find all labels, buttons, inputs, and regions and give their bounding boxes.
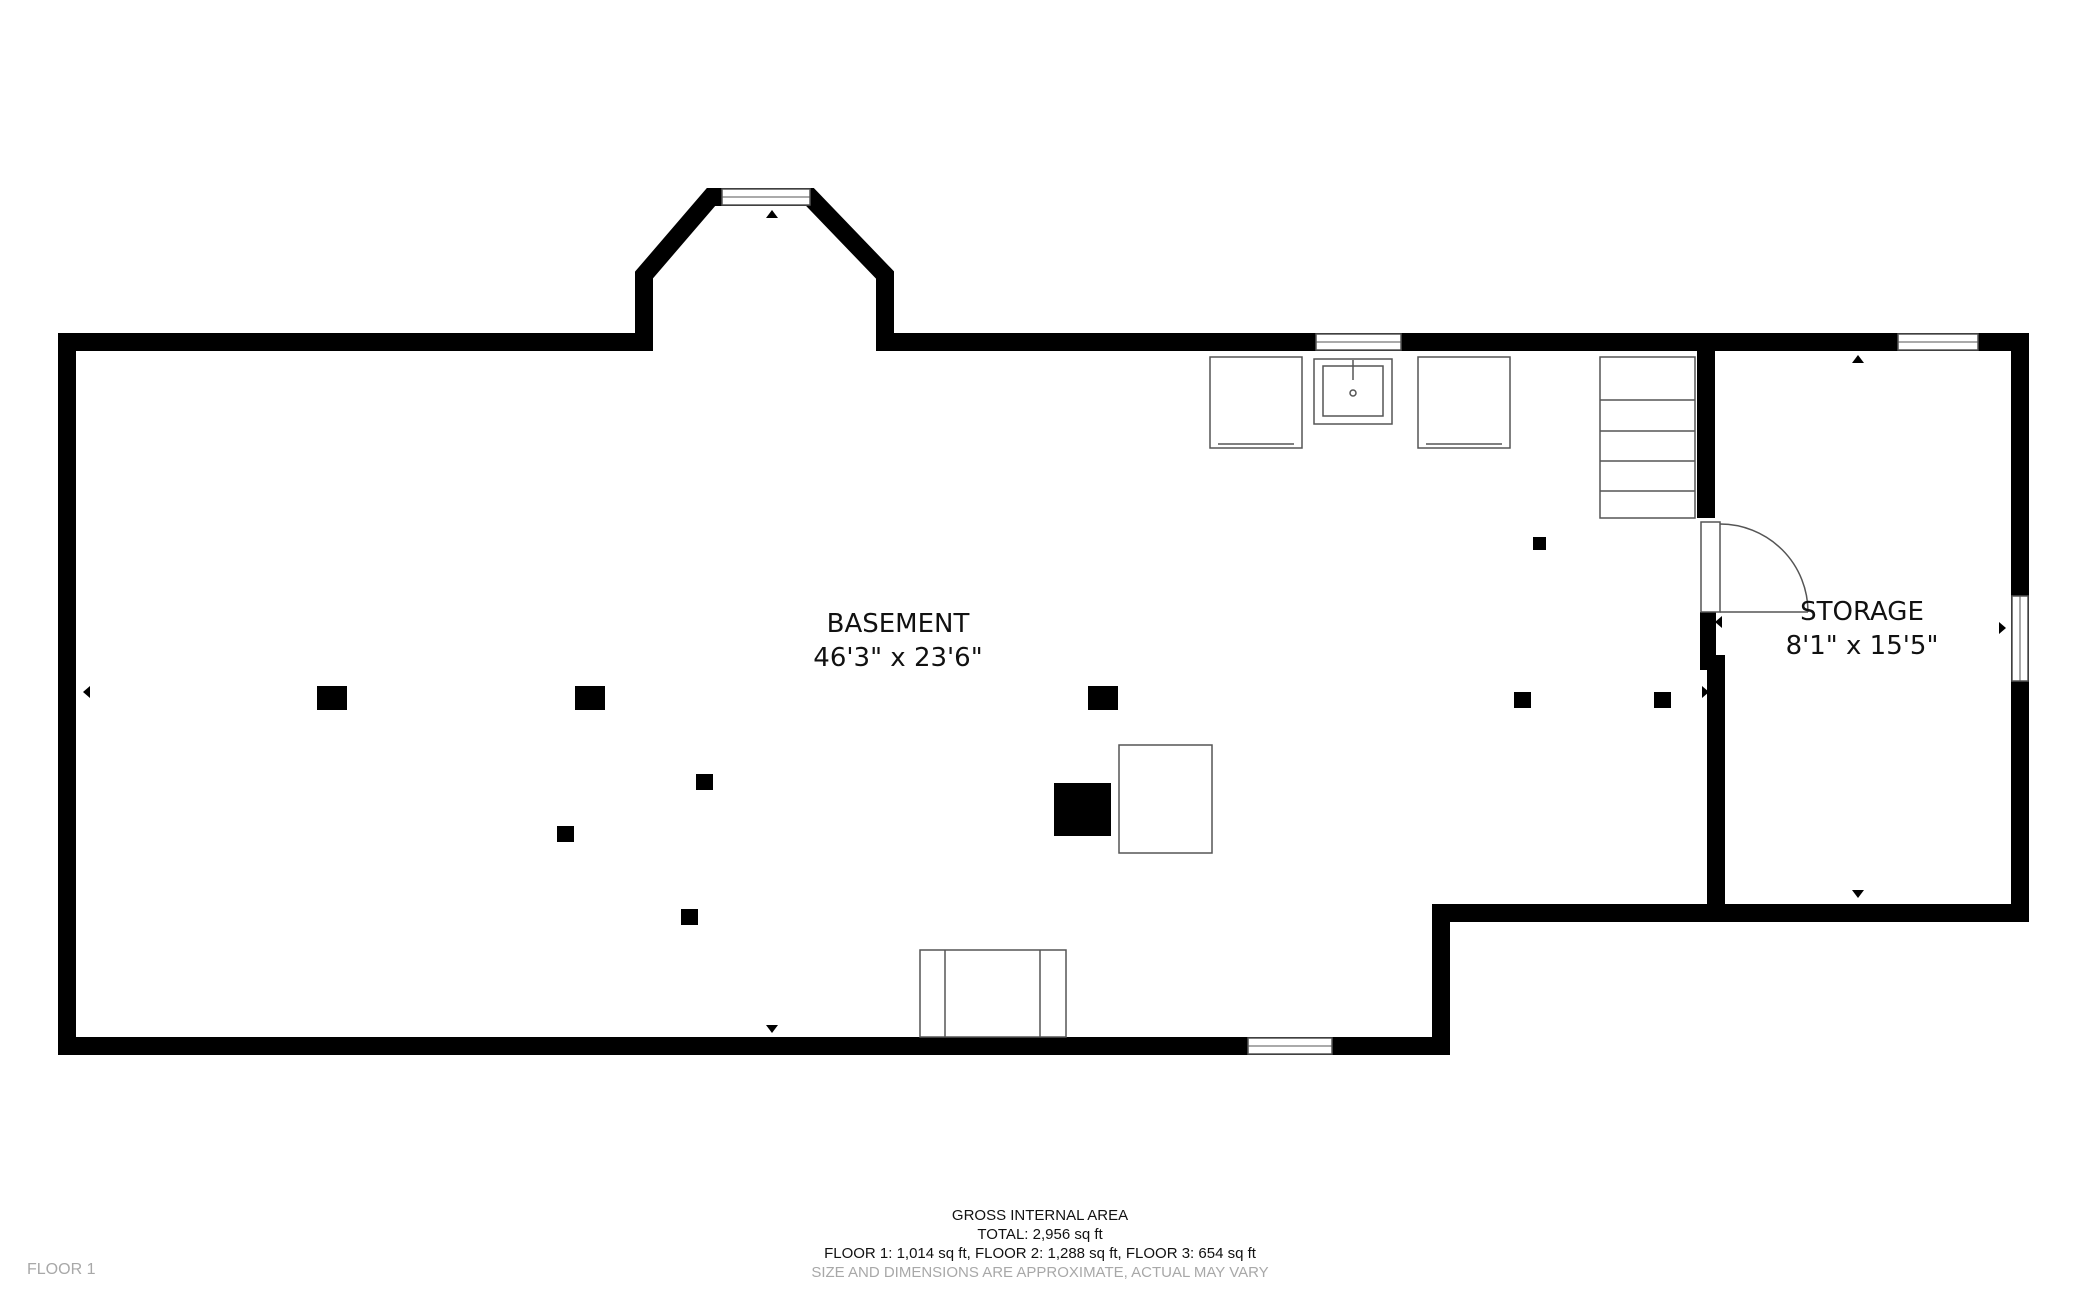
chimney-block	[1054, 783, 1111, 836]
footer-total: TOTAL: 2,956 sq ft	[977, 1226, 1103, 1243]
appliance-left	[1209, 356, 1303, 449]
window-bay-top	[721, 188, 811, 206]
sink	[1313, 358, 1393, 425]
exterior-wall	[58, 188, 2029, 1055]
post	[1514, 692, 1531, 708]
storage-name: STORAGE	[1800, 597, 1924, 627]
support-posts	[317, 537, 1671, 925]
footer-heading: GROSS INTERNAL AREA	[951, 1207, 1129, 1224]
footer-floors: FLOOR 1: 1,014 sq ft, FLOOR 2: 1,288 sq …	[824, 1245, 1256, 1262]
post	[317, 686, 347, 710]
storage-door	[1700, 521, 1809, 613]
bottom-cabinet	[919, 949, 1067, 1038]
post	[1533, 537, 1546, 550]
window-top-storage	[1897, 333, 1979, 351]
basement-name: BASEMENT	[827, 609, 970, 639]
window-right-storage	[2011, 595, 2029, 682]
window-bottom	[1247, 1037, 1333, 1055]
post	[557, 826, 574, 842]
storage-dimensions: 8'1" x 15'5"	[1786, 631, 1939, 661]
post	[681, 909, 698, 925]
post	[696, 774, 713, 790]
wall-markers	[83, 210, 2006, 1033]
appliance-right	[1417, 356, 1511, 449]
stairs	[1599, 356, 1696, 519]
post	[575, 686, 605, 710]
footer-disclaimer: SIZE AND DIMENSIONS ARE APPROXIMATE, ACT…	[811, 1264, 1269, 1281]
post	[1654, 692, 1671, 708]
equipment-box	[1118, 744, 1213, 854]
door-jamb	[1700, 612, 1716, 670]
floor-label: FLOOR 1	[27, 1261, 96, 1278]
post	[1088, 686, 1118, 710]
window-top-sink	[1315, 333, 1402, 351]
basement-dimensions: 46'3" x 23'6"	[813, 643, 982, 673]
